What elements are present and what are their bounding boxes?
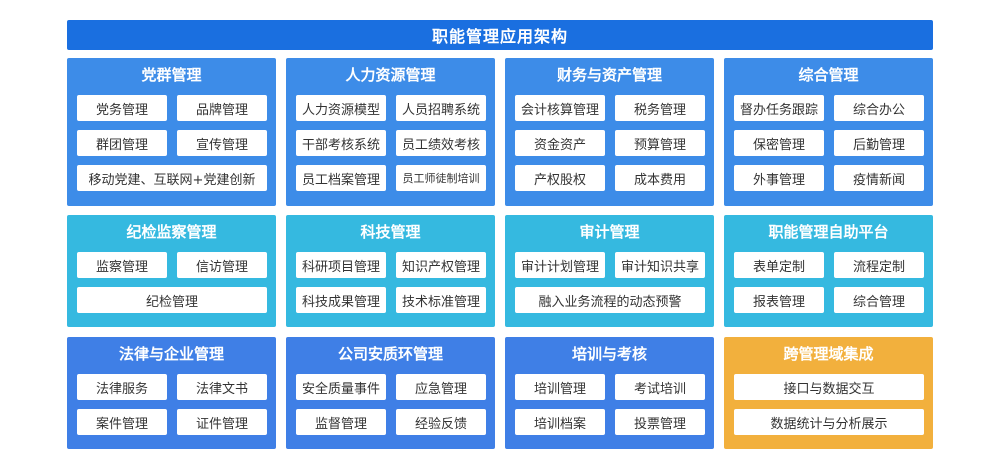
module-performance[interactable]: 员工绩效考核 [396,130,486,156]
module-mobile-party-building[interactable]: 移动党建、互联网+党建创新 [77,165,267,191]
module-recruitment[interactable]: 人员招聘系统 [396,95,486,121]
panel-title: 公司安质环管理 [337,345,443,363]
module-training-records[interactable]: 培训档案 [515,409,605,435]
module-accounting[interactable]: 会计核算管理 [515,95,605,121]
panel-finance-assets: 财务与资产管理 会计核算管理 税务管理 资金资产 预算管理 产权股权 成本费用 [505,58,714,206]
panel-title: 培训与考核 [571,345,647,363]
module-funds-assets[interactable]: 资金资产 [515,130,605,156]
module-mentorship-training[interactable]: 员工师徒制培训 [396,165,486,191]
module-cases[interactable]: 案件管理 [77,409,167,435]
panel-title: 法律与企业管理 [118,345,224,363]
architecture-title: 职能管理应用架构 [67,20,933,50]
module-foreign-affairs[interactable]: 外事管理 [734,165,824,191]
panel-technology: 科技管理 科研项目管理 知识产权管理 科技成果管理 技术标准管理 [286,215,495,327]
module-supervision[interactable]: 监察管理 [77,252,167,278]
module-brand[interactable]: 品牌管理 [177,95,267,121]
module-research-projects[interactable]: 科研项目管理 [296,252,386,278]
module-hr-model[interactable]: 人力资源模型 [296,95,386,121]
module-task-tracking[interactable]: 督办任务跟踪 [734,95,824,121]
module-emergency[interactable]: 应急管理 [396,374,486,400]
module-form-builder[interactable]: 表单定制 [734,252,824,278]
module-discipline[interactable]: 纪检管理 [77,287,267,313]
panel-discipline-inspection: 纪检监察管理 监察管理 信访管理 纪检管理 [67,215,276,327]
module-training[interactable]: 培训管理 [515,374,605,400]
module-legal-documents[interactable]: 法律文书 [177,374,267,400]
module-exam-training[interactable]: 考试培训 [615,374,705,400]
panel-title: 财务与资产管理 [556,66,662,84]
module-interface-data-exchange[interactable]: 接口与数据交互 [734,374,924,400]
module-experience-feedback[interactable]: 经验反馈 [396,409,486,435]
module-dynamic-alert[interactable]: 融入业务流程的动态预警 [515,287,705,313]
module-legal-services[interactable]: 法律服务 [77,374,167,400]
module-tech-achievements[interactable]: 科技成果管理 [296,287,386,313]
module-certificates[interactable]: 证件管理 [177,409,267,435]
module-statistics-analysis[interactable]: 数据统计与分析展示 [734,409,924,435]
module-ip[interactable]: 知识产权管理 [396,252,486,278]
panel-self-service-platform: 职能管理自助平台 表单定制 流程定制 报表管理 综合管理 [724,215,933,327]
panel-title: 审计管理 [579,223,640,241]
panel-title: 跨管理域集成 [783,345,874,363]
module-audit-plan[interactable]: 审计计划管理 [515,252,605,278]
panel-title: 职能管理自助平台 [768,223,889,241]
panel-general-management: 综合管理 督办任务跟踪 综合办公 保密管理 后勤管理 外事管理 疫情新闻 [724,58,933,206]
module-workflow-builder[interactable]: 流程定制 [834,252,924,278]
module-office[interactable]: 综合办公 [834,95,924,121]
panel-legal-enterprise: 法律与企业管理 法律服务 法律文书 案件管理 证件管理 [67,337,276,449]
module-tax[interactable]: 税务管理 [615,95,705,121]
module-equity[interactable]: 产权股权 [515,165,605,191]
panel-training-assessment: 培训与考核 培训管理 考试培训 培训档案 投票管理 [505,337,714,449]
module-logistics[interactable]: 后勤管理 [834,130,924,156]
panel-title: 科技管理 [360,223,421,241]
module-voting[interactable]: 投票管理 [615,409,705,435]
module-cost[interactable]: 成本费用 [615,165,705,191]
module-budget[interactable]: 预算管理 [615,130,705,156]
panel-party-affairs: 党群管理 党务管理 品牌管理 群团管理 宣传管理 移动党建、互联网+党建创新 [67,58,276,206]
module-safety-events[interactable]: 安全质量事件 [296,374,386,400]
module-mass-groups[interactable]: 群团管理 [77,130,167,156]
module-audit-knowledge[interactable]: 审计知识共享 [615,252,705,278]
panel-audit: 审计管理 审计计划管理 审计知识共享 融入业务流程的动态预警 [505,215,714,327]
module-publicity[interactable]: 宣传管理 [177,130,267,156]
module-employee-records[interactable]: 员工档案管理 [296,165,386,191]
module-reports[interactable]: 报表管理 [734,287,824,313]
panel-cross-domain-integration: 跨管理域集成 接口与数据交互 数据统计与分析展示 [724,337,933,449]
panel-human-resources: 人力资源管理 人力资源模型 人员招聘系统 干部考核系统 员工绩效考核 员工档案管… [286,58,495,206]
module-oversight[interactable]: 监督管理 [296,409,386,435]
module-confidentiality[interactable]: 保密管理 [734,130,824,156]
panel-title: 纪检监察管理 [126,223,217,241]
panel-title: 综合管理 [798,66,859,84]
panel-safety-quality-env: 公司安质环管理 安全质量事件 应急管理 监督管理 经验反馈 [286,337,495,449]
panel-title: 党群管理 [141,66,202,84]
module-cadre-assessment[interactable]: 干部考核系统 [296,130,386,156]
panel-title: 人力资源管理 [345,66,436,84]
module-party-work[interactable]: 党务管理 [77,95,167,121]
module-general[interactable]: 综合管理 [834,287,924,313]
module-petitions[interactable]: 信访管理 [177,252,267,278]
module-epidemic-news[interactable]: 疫情新闻 [834,165,924,191]
module-tech-standards[interactable]: 技术标准管理 [396,287,486,313]
